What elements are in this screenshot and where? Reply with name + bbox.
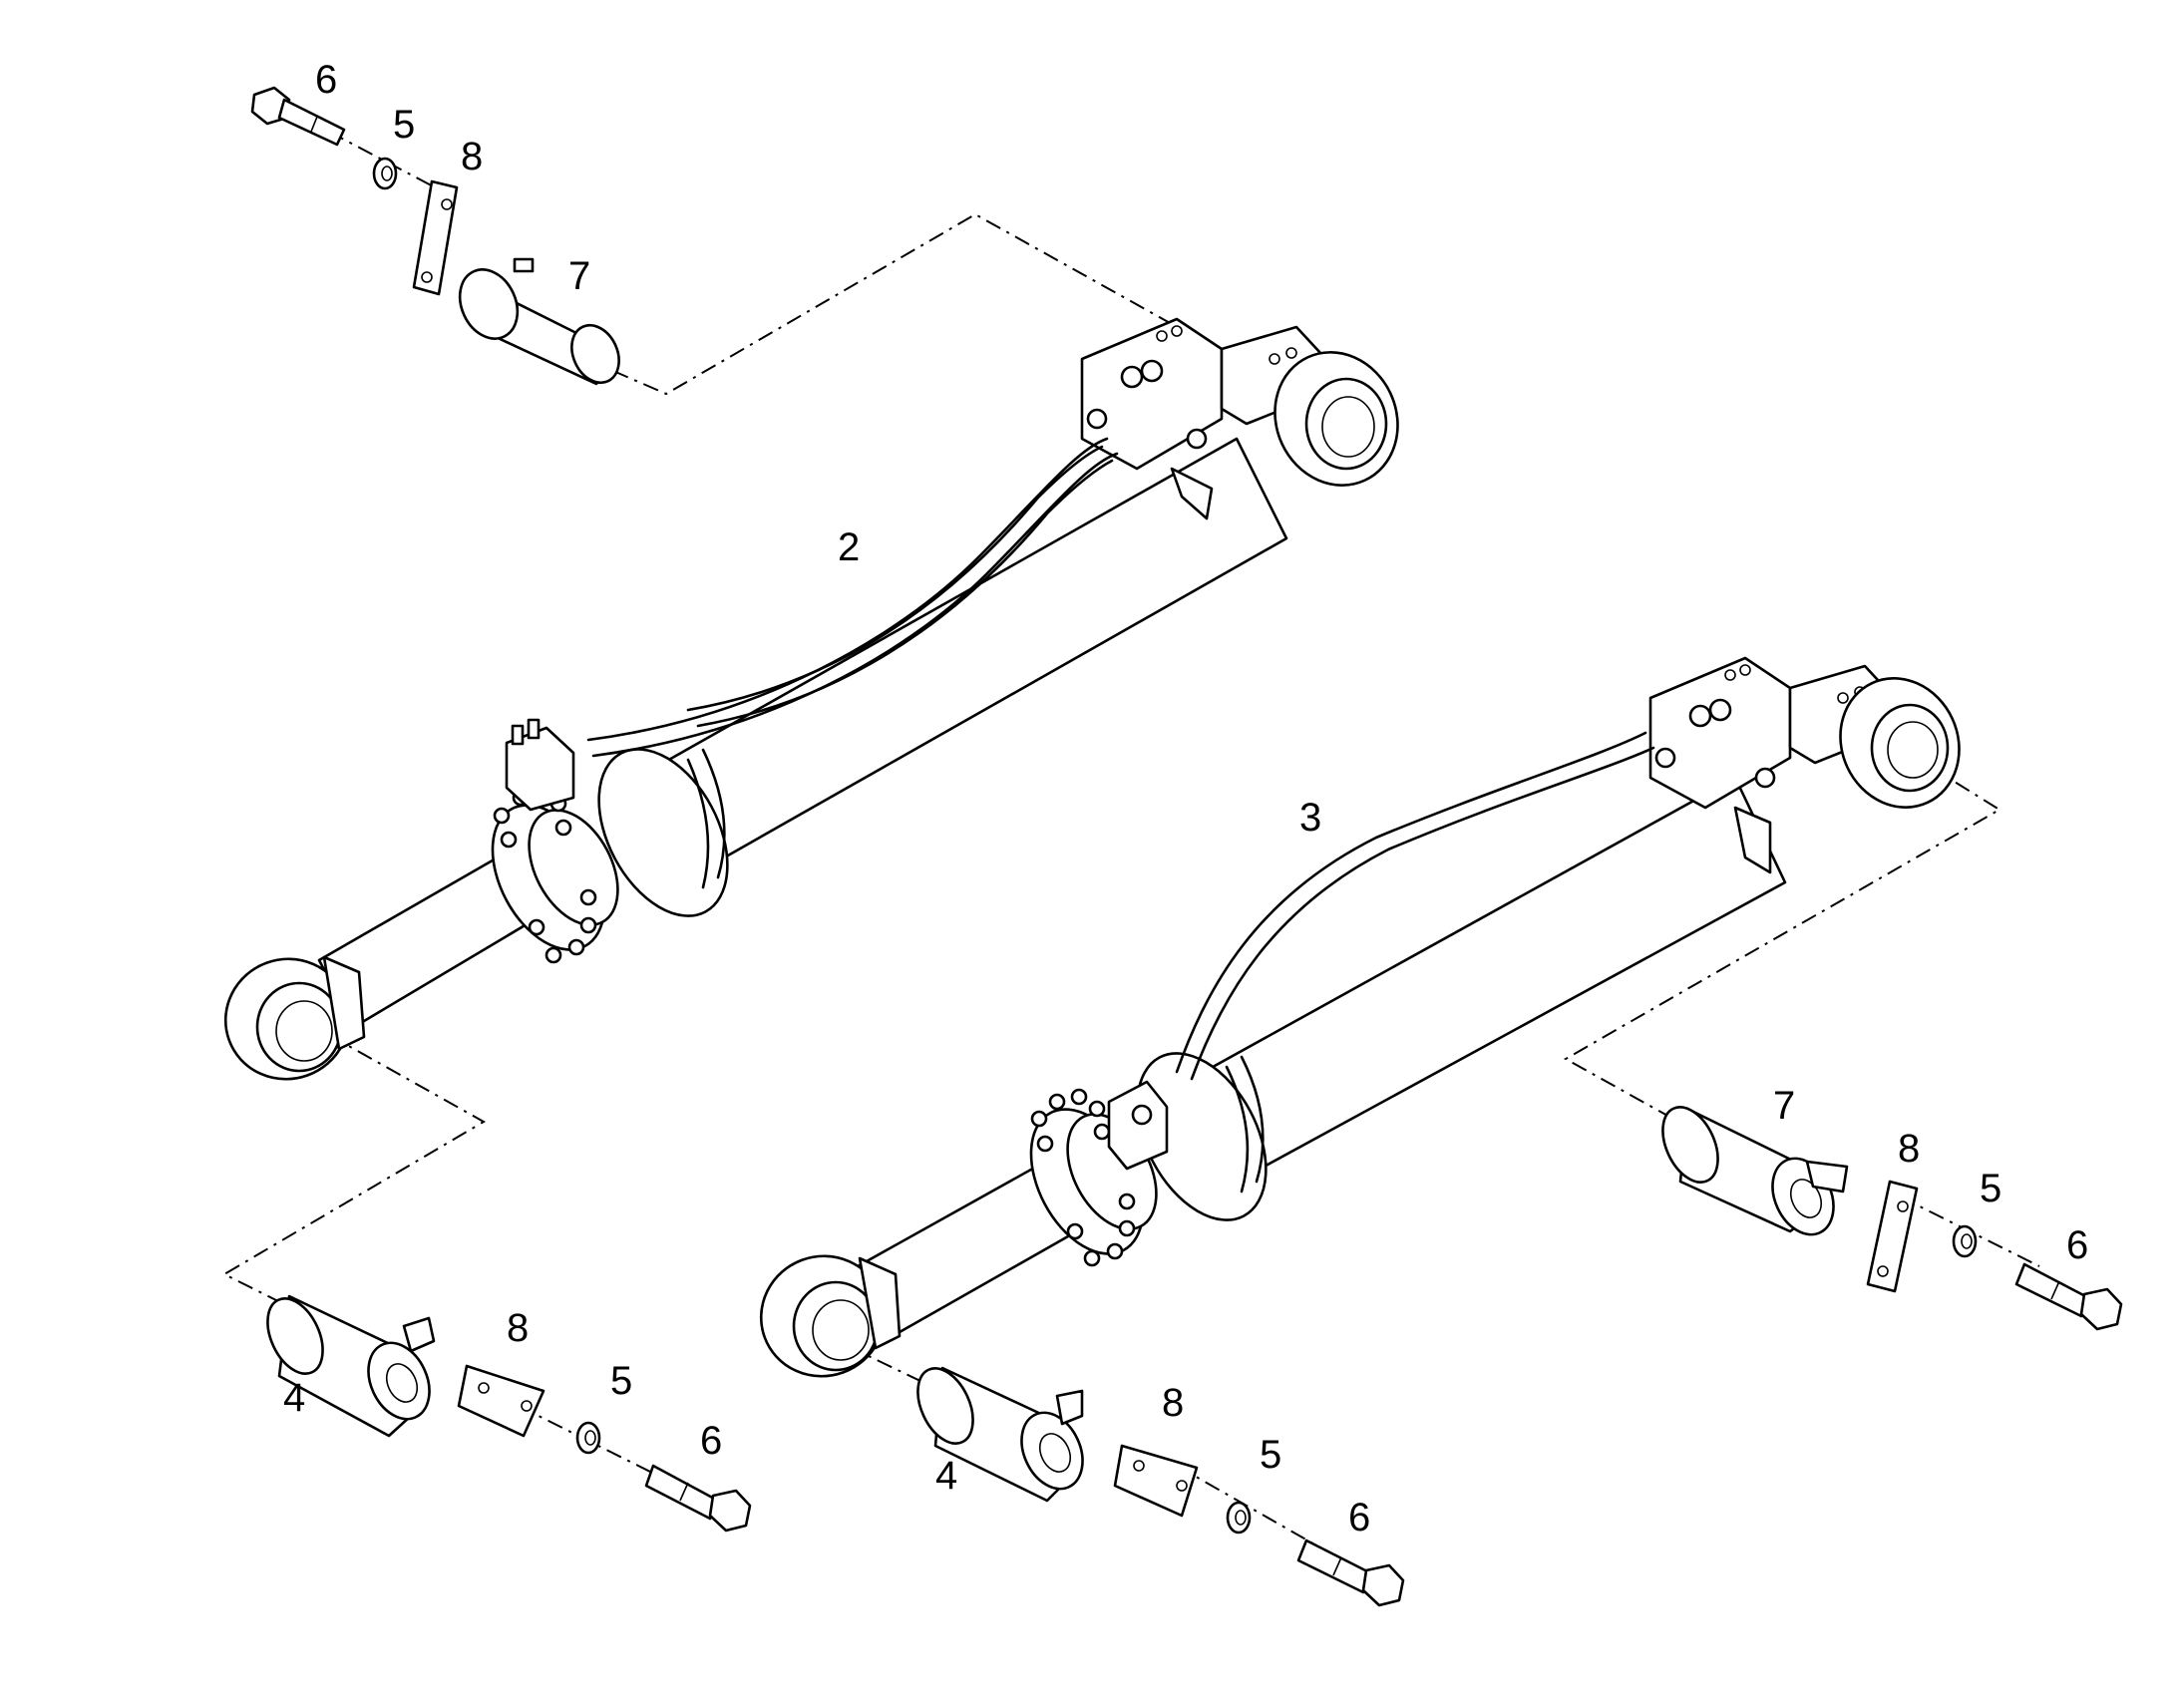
callout-bm-washer: 5 <box>1260 1433 1281 1477</box>
pin <box>1661 1106 1849 1236</box>
callout-r-pin: 7 <box>1773 1084 1795 1128</box>
retaining-plate <box>412 179 459 296</box>
washer <box>1226 1501 1252 1535</box>
hydraulic-cylinder-upper <box>223 317 1399 1081</box>
hex-bolt <box>644 1464 752 1533</box>
callout-tl-pin: 7 <box>568 254 590 298</box>
retaining-plate <box>457 1364 545 1438</box>
cylinder-head-flange <box>491 748 729 964</box>
callout-r-plate: 8 <box>1898 1127 1920 1171</box>
fastener-group-bottom-middle <box>916 1366 1405 1607</box>
clevis-eye-lower <box>1839 677 1961 809</box>
rod-eye <box>223 955 366 1081</box>
washer <box>372 157 398 190</box>
callout-tl-plate: 8 <box>461 135 483 178</box>
port-block-rod-end <box>1107 1080 1169 1171</box>
leader-upper-top <box>612 212 1173 396</box>
pin <box>266 1294 436 1438</box>
fastener-group-bottom-left <box>266 1294 752 1533</box>
callout-labels: 2 3 6 5 8 7 4 8 5 6 4 8 5 6 7 8 5 6 <box>283 58 2088 1539</box>
port-block-rod-end <box>505 718 575 812</box>
washer <box>1952 1224 1978 1258</box>
callout-cylinder-lower: 3 <box>1299 796 1321 840</box>
rod-eye <box>759 1254 902 1378</box>
retaining-plate <box>1866 1180 1919 1293</box>
callout-bl-plate: 8 <box>507 1306 529 1350</box>
hex-bolt <box>1296 1538 1405 1607</box>
fastener-group-right <box>1661 1106 2123 1331</box>
hydraulic-hoses-upper <box>586 437 1119 758</box>
callout-r-bolt: 6 <box>2066 1223 2088 1267</box>
pin <box>458 257 620 386</box>
callout-bm-pin: 4 <box>935 1454 957 1498</box>
callout-bl-pin: 4 <box>283 1376 305 1420</box>
callout-tl-bolt: 6 <box>315 58 337 102</box>
hydraulic-hoses-lower <box>1175 731 1655 1081</box>
callout-bm-plate: 8 <box>1162 1381 1184 1425</box>
retaining-plate <box>1113 1444 1199 1518</box>
callout-bm-bolt: 6 <box>1348 1496 1370 1539</box>
callout-r-washer: 5 <box>1980 1167 2001 1210</box>
cylinder-barrel <box>626 437 1288 874</box>
pin <box>916 1366 1084 1503</box>
callout-cylinder-upper: 2 <box>838 525 860 569</box>
callout-bl-bolt: 6 <box>700 1419 722 1463</box>
clevis-eye-upper <box>1273 351 1399 487</box>
washer <box>575 1421 601 1455</box>
hex-bolt <box>2014 1262 2123 1331</box>
callout-bl-washer: 5 <box>610 1359 632 1403</box>
hydraulic-cylinder-lower <box>759 656 1961 1378</box>
leader-tl-fasteners <box>328 131 440 190</box>
fastener-group-top-left <box>250 86 620 386</box>
hex-bolt <box>250 86 346 147</box>
callout-tl-washer: 5 <box>393 103 415 147</box>
